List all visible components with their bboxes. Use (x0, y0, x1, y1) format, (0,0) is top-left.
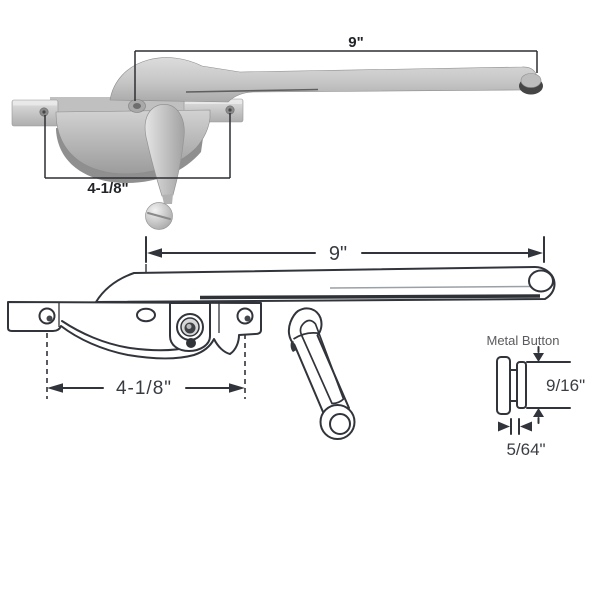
dim-arm-length-top (134, 50, 538, 101)
top-photo-view: 9" 4-1/8" (11, 34, 543, 230)
metal-button-title: Metal Button (487, 333, 560, 348)
operator-body-drawing (7, 301, 262, 360)
arm-bottom-shading (199, 294, 541, 300)
dim-label-button-width: 5/64" (506, 440, 545, 459)
left-screw-drawing (38, 307, 56, 325)
worm-gear-drawing (169, 302, 211, 352)
button-flange (516, 361, 527, 409)
handle-notch (290, 341, 297, 352)
left-mount-ear-photo (11, 99, 59, 127)
dim-label-button-height: 9/16" (546, 376, 585, 395)
center-hole-drawing (136, 307, 156, 323)
gear-stud (186, 338, 196, 348)
dim-button-height (526, 346, 571, 424)
dim-screw-spacing-top (44, 113, 231, 179)
dim-screw-spacing-bottom (46, 333, 246, 399)
arm-end-stud-photo (519, 73, 543, 95)
crank-handle-photo (144, 104, 185, 230)
right-screw-drawing (236, 307, 254, 325)
ear-edge-lines (58, 303, 220, 333)
operator-arm-drawing (95, 266, 556, 303)
handle-hub-hole (329, 413, 351, 435)
metal-button-detail: Metal Button 9/16" 5/64" (487, 333, 586, 459)
dim-label-arm-length-top: 9" (348, 34, 363, 51)
bottom-line-view: 9" (7, 236, 586, 459)
dim-label-arm-length-bottom: 9" (329, 243, 347, 265)
dim-label-screw-spacing-bottom: 4-1/8" (116, 378, 172, 399)
dim-button-width (498, 418, 532, 435)
arm-mid-shading (329, 285, 531, 289)
arm-slot-shadow-photo (185, 88, 319, 93)
button-head (496, 356, 511, 415)
operator-arm-photo (109, 57, 538, 103)
dim-label-screw-spacing-top: 4-1/8" (87, 180, 128, 197)
handle-knob-line (293, 332, 320, 340)
handle-inner-edge (299, 319, 345, 405)
crank-handle-drawing (287, 307, 356, 440)
arm-tip-opening (528, 269, 554, 293)
